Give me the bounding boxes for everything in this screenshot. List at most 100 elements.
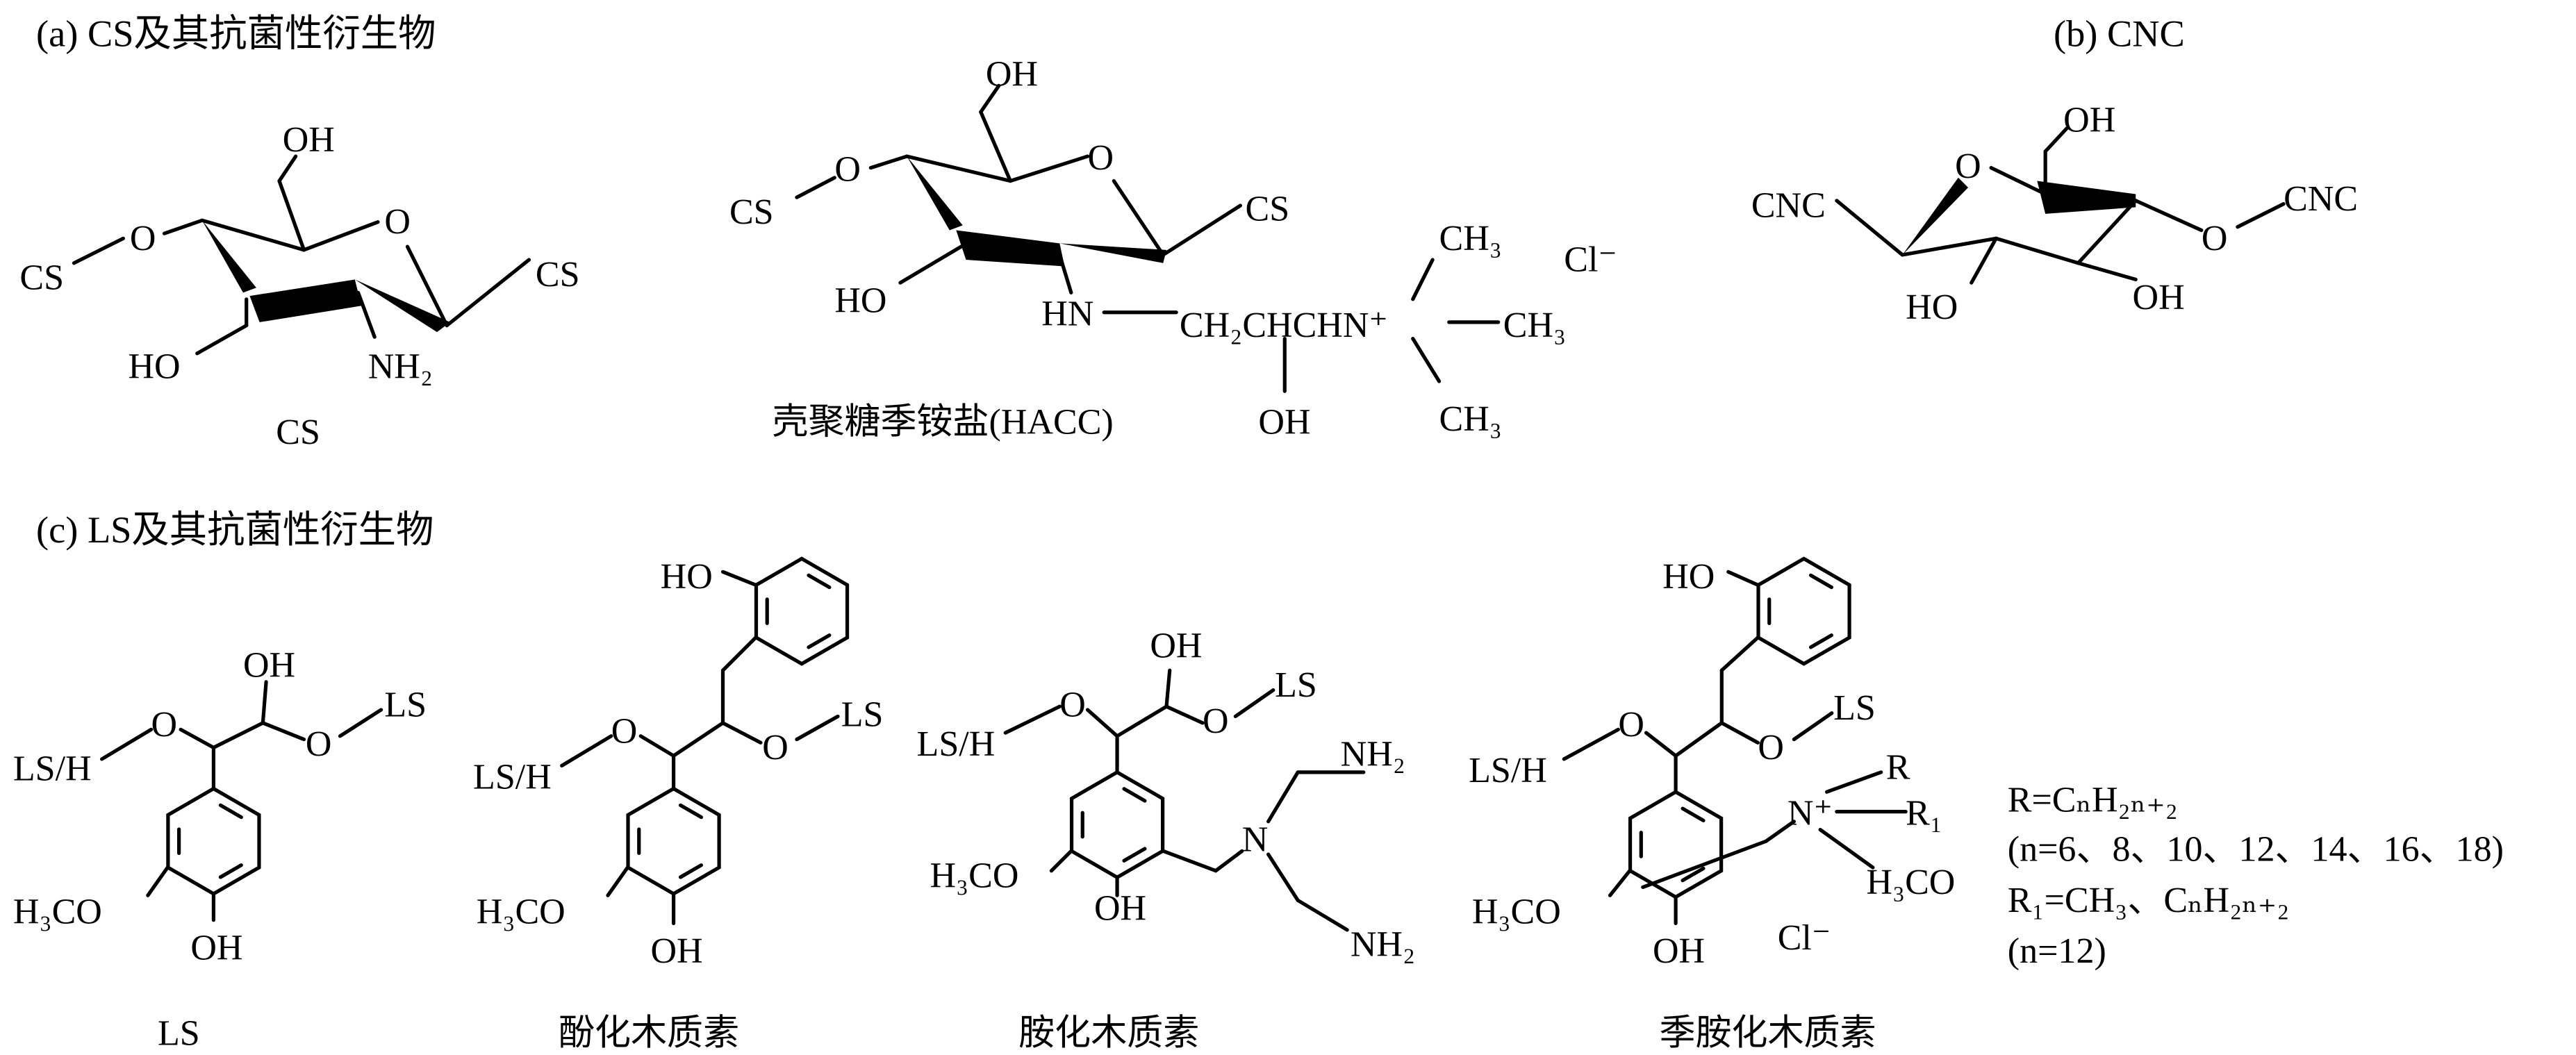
cnc-label-cnc-right: CNC — [2284, 179, 2358, 219]
aminated-lignin-structure: OH O LS/H O LS N NH₂ NH₂ H₃CO OH 胺化木质素 — [917, 626, 1416, 1053]
ring-bonds — [754, 556, 850, 666]
ls-name: LS — [158, 1013, 200, 1053]
panel-b-title: (b) CNC — [2054, 13, 2185, 55]
note-r-n-values: (n=6、8、10、12、14、16、18) — [2008, 830, 2504, 870]
double-bond — [1808, 633, 1833, 649]
double-bond — [1122, 787, 1147, 803]
hacc-label-ring-o: O — [1087, 138, 1114, 178]
double-bond — [1681, 806, 1706, 822]
cs-label-ring-o: O — [384, 202, 411, 242]
quat-label-n: N⁺ — [1787, 794, 1833, 833]
phenol-label-o-right: O — [762, 728, 789, 767]
cs-label-oh: OH — [283, 120, 335, 160]
quat-label-ho: HO — [1662, 557, 1715, 597]
ring-bonds — [1069, 770, 1165, 880]
benzene-ring — [1069, 770, 1165, 880]
benzene-ring — [754, 556, 850, 666]
phenol-label-h3co: H₃CO — [477, 892, 565, 931]
amine-label-oh: OH — [1094, 889, 1146, 929]
hacc-label-ch3-right: CH₃ — [1503, 306, 1566, 345]
cnc-label-ho: HO — [1906, 288, 1958, 327]
hacc-structure: OH O CS O CS HO HN CH₂CHCHN⁺ CH₃ CH₃ CH₃… — [729, 54, 1617, 442]
hacc-label-hn: HN — [1041, 294, 1093, 334]
quat-label-o-left: O — [1618, 705, 1644, 745]
double-bond — [218, 863, 243, 879]
hacc-label-ch3-bottom: CH₃ — [1439, 399, 1502, 439]
cnc-label-oh-top: OH — [2063, 101, 2115, 140]
cs-structure: OH O CS O CS HO NH₂ CS — [19, 120, 579, 452]
cnc-label-ring-o: O — [1955, 147, 1981, 186]
cnc-structure: CNC O OH O CNC HO OH — [1751, 101, 2358, 328]
ls-label-ls: LS — [384, 685, 427, 724]
cs-name: CS — [276, 413, 320, 452]
amine-label-n: N — [1242, 820, 1269, 859]
note-r-definition: R=CₙH₂ₙ₊₂ — [2008, 781, 2178, 820]
cs-label-cs-right: CS — [536, 255, 580, 294]
amine-label-ls: LS — [1275, 665, 1317, 705]
amine-label-nh2-top: NH₂ — [1341, 734, 1405, 774]
cnc-label-o-link: O — [2202, 219, 2228, 258]
quat-label-oh: OH — [1653, 931, 1705, 971]
double-bond — [1681, 866, 1706, 883]
ring-bonds — [1628, 790, 1724, 899]
ls-label-oh-top: OH — [243, 646, 295, 686]
hacc-label-ch3-top: CH₃ — [1439, 219, 1502, 258]
cnc-label-cnc-left: CNC — [1751, 186, 1826, 226]
double-bond — [1122, 847, 1147, 863]
panel-c-title: (c) LS及其抗菌性衍生物 — [36, 509, 434, 551]
double-bond — [807, 633, 832, 649]
ring-bonds — [1756, 556, 1851, 666]
quat-label-o-right: O — [1758, 728, 1784, 767]
cs-label-o-link: O — [130, 219, 156, 258]
phenol-label-ls: LS — [841, 695, 884, 735]
hacc-label-cs-left: CS — [729, 192, 774, 232]
hacc-label-chain: CH₂CHCHN⁺ — [1180, 306, 1388, 345]
benzene-ring — [1756, 556, 1851, 666]
quat-label-r1: R₁ — [1906, 794, 1942, 833]
amine-label-h3co: H₃CO — [930, 856, 1018, 895]
quat-name: 季胺化木质素 — [1659, 1013, 1876, 1053]
double-bond — [807, 573, 832, 590]
hacc-label-cs-right: CS — [1246, 189, 1290, 229]
note-r1-definition: R₁=CH₃、CₙH₂ₙ₊₂ — [2008, 881, 2290, 920]
quat-label-cl: Cl⁻ — [1778, 918, 1831, 958]
ls-label-o-left: O — [151, 705, 178, 745]
ls-label-lsh: LS/H — [13, 749, 92, 789]
ls-label-oh: OH — [190, 928, 242, 967]
double-bond — [1808, 573, 1833, 590]
amine-label-lsh: LS/H — [917, 724, 996, 764]
quaternized-lignin-structure: HO O LS/H O LS N⁺ R R₁ H₃CO Cl⁻ H₃CO OH … — [1469, 556, 1955, 1053]
ring-bonds — [626, 786, 721, 896]
phenolated-lignin-structure: HO O LS/H O LS H₃CO OH 酚化木质素 — [473, 556, 884, 1053]
hacc-label-oh: OH — [986, 54, 1038, 94]
substituent-notes: R=CₙH₂ₙ₊₂ (n=6、8、10、12、14、16、18) R₁=CH₃、… — [2008, 781, 2504, 972]
double-bond — [678, 803, 704, 820]
hacc-label-chain-oh: OH — [1258, 403, 1310, 442]
amine-label-oh-top: OH — [1150, 626, 1202, 665]
hacc-label-ho: HO — [834, 281, 886, 321]
quat-label-n-h3co: H₃CO — [1866, 863, 1955, 902]
double-bond — [218, 803, 243, 820]
double-bond — [678, 863, 704, 879]
ls-label-h3co: H₃CO — [13, 892, 102, 931]
quat-label-lsh: LS/H — [1469, 751, 1547, 790]
quat-label-h3co: H₃CO — [1472, 892, 1561, 931]
ls-label-o-right: O — [306, 724, 332, 764]
phenol-name: 酚化木质素 — [559, 1013, 739, 1053]
phenol-label-o-left: O — [611, 711, 638, 751]
cs-label-cs-left: CS — [19, 258, 64, 298]
amine-label-o-left: O — [1059, 685, 1086, 724]
cs-label-ho: HO — [128, 347, 180, 386]
quat-label-ls: LS — [1833, 688, 1876, 728]
note-r1-n-value: (n=12) — [2008, 931, 2106, 971]
hacc-label-cl: Cl⁻ — [1564, 240, 1617, 280]
panel-a-title: (a) CS及其抗菌性衍生物 — [36, 13, 436, 55]
ls-structure: OH O LS/H O LS H₃CO OH LS — [13, 646, 427, 1054]
amine-label-nh2-bottom: NH₂ — [1351, 925, 1415, 965]
benzene-ring — [1628, 790, 1724, 899]
amine-label-o-right: O — [1203, 701, 1229, 741]
hacc-name: 壳聚糖季铵盐(HACC) — [772, 403, 1113, 442]
benzene-ring — [626, 786, 721, 896]
benzene-ring — [166, 786, 261, 896]
